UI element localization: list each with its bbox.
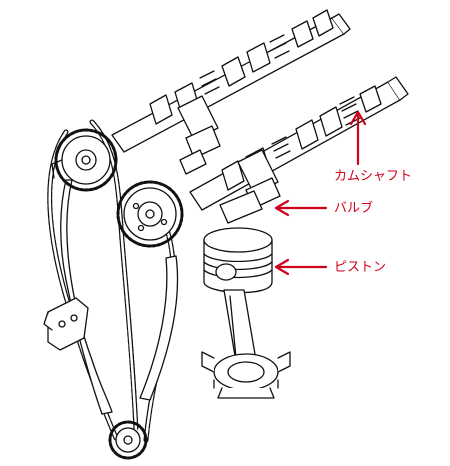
valve-label: バルブ xyxy=(334,201,374,216)
chain-guides xyxy=(60,179,179,415)
camshaft-arrowhead xyxy=(349,110,367,126)
crank-sprocket xyxy=(108,420,148,460)
piston xyxy=(203,227,273,294)
piston-label: ピストン xyxy=(334,260,387,275)
upper-camshaft xyxy=(111,9,351,153)
upper-cam-sprocket xyxy=(51,128,118,192)
valve-train xyxy=(177,95,281,224)
chain-tensioner xyxy=(43,297,89,351)
lower-camshaft xyxy=(189,76,409,211)
connecting-rod xyxy=(201,289,291,399)
piston-arrowhead xyxy=(274,258,290,276)
camshaft-label: カムシャフト xyxy=(334,169,413,184)
lower-cam-sprocket xyxy=(116,180,184,248)
valve-arrowhead xyxy=(274,199,290,217)
label-arrows xyxy=(274,110,367,276)
